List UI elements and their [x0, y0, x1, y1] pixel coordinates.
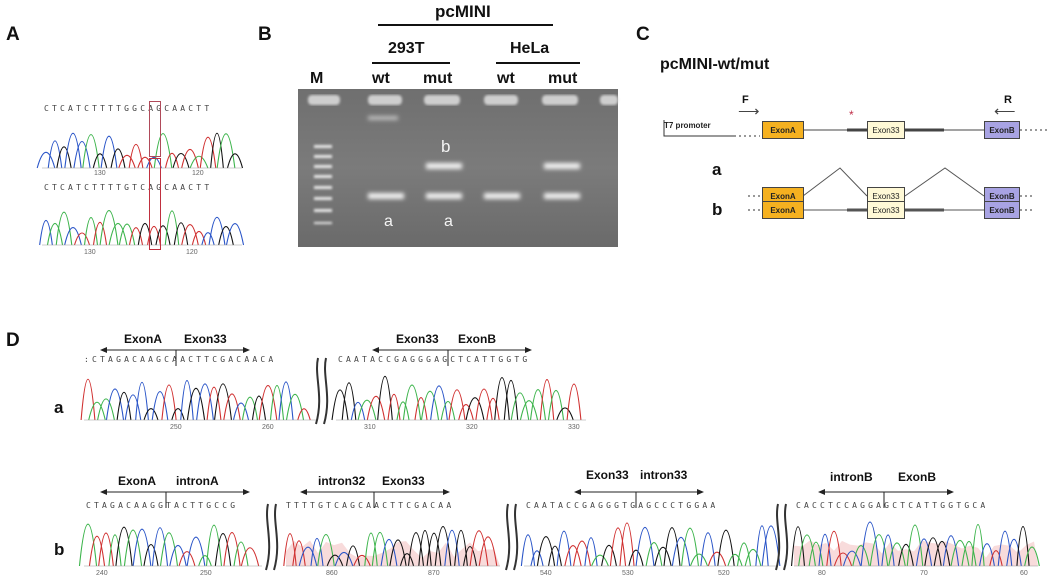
panel-d-a1-tick-1: 250 — [170, 424, 182, 431]
panel-c-row-a-label: a — [712, 160, 722, 179]
panel-c-row-b-exon-a: ExonA — [762, 201, 804, 219]
panel-d-b1-junction-arrows — [100, 489, 250, 508]
panel-d-b3-junction-arrows — [574, 489, 704, 508]
panel-a-sequence-top: CTCATCTTTTGGCAGCAACTT — [44, 104, 213, 113]
panel-b-band-label-b: b — [441, 137, 451, 156]
panel-d-a2-sequence: CAATACCGAGGGAGCTCATTGGTG — [338, 355, 531, 364]
panel-d-b4-right-label: ExonB — [898, 470, 937, 484]
panel-d-b4-left-label: intronB — [830, 470, 873, 484]
panel-d-b1-tick-1: 240 — [96, 570, 108, 577]
panel-a-highlight-bottom — [149, 158, 161, 250]
panel-d-b3-sequence: CAATACCGAGGGTGAGCCCTGGAA — [526, 501, 719, 510]
panel-c-primer-r-label: R — [1004, 94, 1012, 106]
panel-d-b4-junction-arrows — [818, 489, 954, 508]
panel-d-row-a-label: a — [54, 398, 64, 417]
panel-d-b4-tick-2: 70 — [920, 570, 928, 577]
panel-d-b2-left-label: intron32 — [318, 474, 366, 488]
panel-b-lane-1-label: wt — [372, 70, 390, 87]
panel-d-b2-chromatogram — [283, 526, 500, 567]
panel-d-b1-sequence: CTAGACAAGGTACTTGCCG — [86, 501, 239, 510]
panel-d-a2-tick-1: 310 — [364, 424, 376, 431]
panel-a-tick-bottom-1: 130 — [84, 249, 96, 256]
panel-a-tick-top-2: 120 — [192, 170, 204, 177]
panel-d-b1-left-label: ExonA — [118, 474, 157, 488]
panel-c-primer-f-label: F — [742, 94, 749, 106]
panel-b-bracket-293t — [372, 62, 450, 64]
panel-letter-c: C — [636, 24, 650, 45]
panel-d-b4-tick-3: 60 — [1020, 570, 1028, 577]
panel-b-lane-3-label: wt — [497, 70, 515, 87]
panel-letter-a: A — [6, 24, 20, 45]
panel-d-b2-tick-1: 860 — [326, 570, 338, 577]
panel-b-lane-2-label: mut — [423, 70, 453, 87]
panel-c-row-a-exon-b: ExonB — [984, 187, 1020, 205]
panel-d-a2-tick-3: 330 — [568, 424, 580, 431]
panel-d-b-break-symbol-2 — [505, 503, 519, 571]
panel-d-b3-tick-3: 520 — [718, 570, 730, 577]
panel-d-b3-tick-2: 530 — [622, 570, 634, 577]
panel-d-b2-sequence: TTTTGTCAGCAACTTCGACAA — [286, 501, 455, 510]
panel-b-marker-label: M — [310, 70, 324, 87]
panel-d-b1-right-label: intronA — [176, 474, 219, 488]
panel-c-row-b-exon33: Exon33 — [867, 201, 905, 219]
panel-b-band-label-a-1: a — [384, 213, 393, 230]
panel-d-a1-chromatogram — [80, 379, 316, 421]
panel-b-gel-image — [298, 89, 618, 247]
panel-d-b2-right-label: Exon33 — [382, 474, 425, 488]
panel-d-a1-left-label: ExonA — [124, 332, 163, 346]
panel-letter-d: D — [6, 330, 20, 351]
panel-c-exon-a-box: ExonA — [762, 121, 804, 139]
panel-d-b3-left-label: Exon33 — [586, 468, 629, 482]
panel-b-band-label-a-2: a — [444, 213, 453, 230]
panel-a-chromatogram-top — [36, 132, 244, 169]
panel-d-b3-chromatogram — [520, 522, 781, 567]
panel-d-b3-tick-1: 540 — [540, 570, 552, 577]
panel-d-a2-junction-arrows — [372, 347, 532, 366]
panel-c-row-b-label: b — [712, 200, 723, 219]
panel-c-minigene-diagram — [663, 120, 1050, 212]
panel-d-b3-right-label: intron33 — [640, 468, 688, 482]
panel-c-primer-f-arrow: ⟶ — [738, 103, 760, 120]
panel-d-a2-chromatogram — [331, 375, 586, 421]
panel-d-b4-tick-1: 80 — [818, 570, 826, 577]
panel-b-lane-4-label: mut — [548, 70, 578, 87]
panel-d-a2-left-label: Exon33 — [396, 332, 439, 346]
panel-d-a1-junction-arrows — [100, 347, 250, 366]
panel-c-row-b-exon-b: ExonB — [984, 201, 1020, 219]
panel-c-title: pcMINI-wt/mut — [660, 56, 770, 73]
panel-a-chromatogram-bottom — [39, 210, 245, 246]
panel-letter-b: B — [258, 24, 272, 45]
panel-b-cell-line-293t: 293T — [388, 40, 425, 57]
panel-c-mutation-star: * — [849, 108, 854, 122]
panel-d-b-break-symbol-1 — [265, 503, 279, 571]
panel-b-plasmid-bracket — [378, 24, 553, 26]
panel-b-cell-line-hela: HeLa — [510, 40, 550, 57]
panel-d-b4-chromatogram — [791, 521, 1040, 567]
panel-d-a1-sequence: :CTAGACAAGCAACTTCGACAACA — [84, 355, 277, 364]
panel-d-b2-tick-2: 870 — [428, 570, 440, 577]
panel-b-plasmid-label: pcMINI — [435, 2, 491, 21]
panel-d-b1-tick-2: 250 — [200, 570, 212, 577]
panel-d-b2-junction-arrows — [300, 489, 450, 508]
panel-c-exon33-box: Exon33 — [867, 121, 905, 139]
panel-a-tick-top-1: 130 — [94, 170, 106, 177]
panel-d-a2-right-label: ExonB — [458, 332, 497, 346]
panel-a-highlight-top — [149, 101, 161, 157]
panel-c-t7-promoter-label: T7 promoter — [664, 121, 711, 130]
panel-a-sequence-bottom: CTCATCTTTTGTCAGCAACTT — [44, 183, 213, 192]
panel-d-row-b-label: b — [54, 540, 65, 559]
panel-d-a1-tick-2: 260 — [262, 424, 274, 431]
panel-c-primer-r-arrow: ⟵ — [994, 103, 1016, 120]
panel-c-exon-b-box: ExonB — [984, 121, 1020, 139]
panel-d-b1-chromatogram — [78, 523, 262, 567]
panel-d-a2-tick-2: 320 — [466, 424, 478, 431]
panel-a-tick-bottom-2: 120 — [186, 249, 198, 256]
panel-d-b4-sequence: CACCTCCAGGAGCTCATTGGTGCA — [796, 501, 989, 510]
panel-d-a1-right-label: Exon33 — [184, 332, 227, 346]
panel-d-a-break-symbol — [315, 357, 329, 425]
panel-d-b-break-symbol-3 — [775, 503, 789, 571]
panel-b-bracket-hela — [496, 62, 580, 64]
